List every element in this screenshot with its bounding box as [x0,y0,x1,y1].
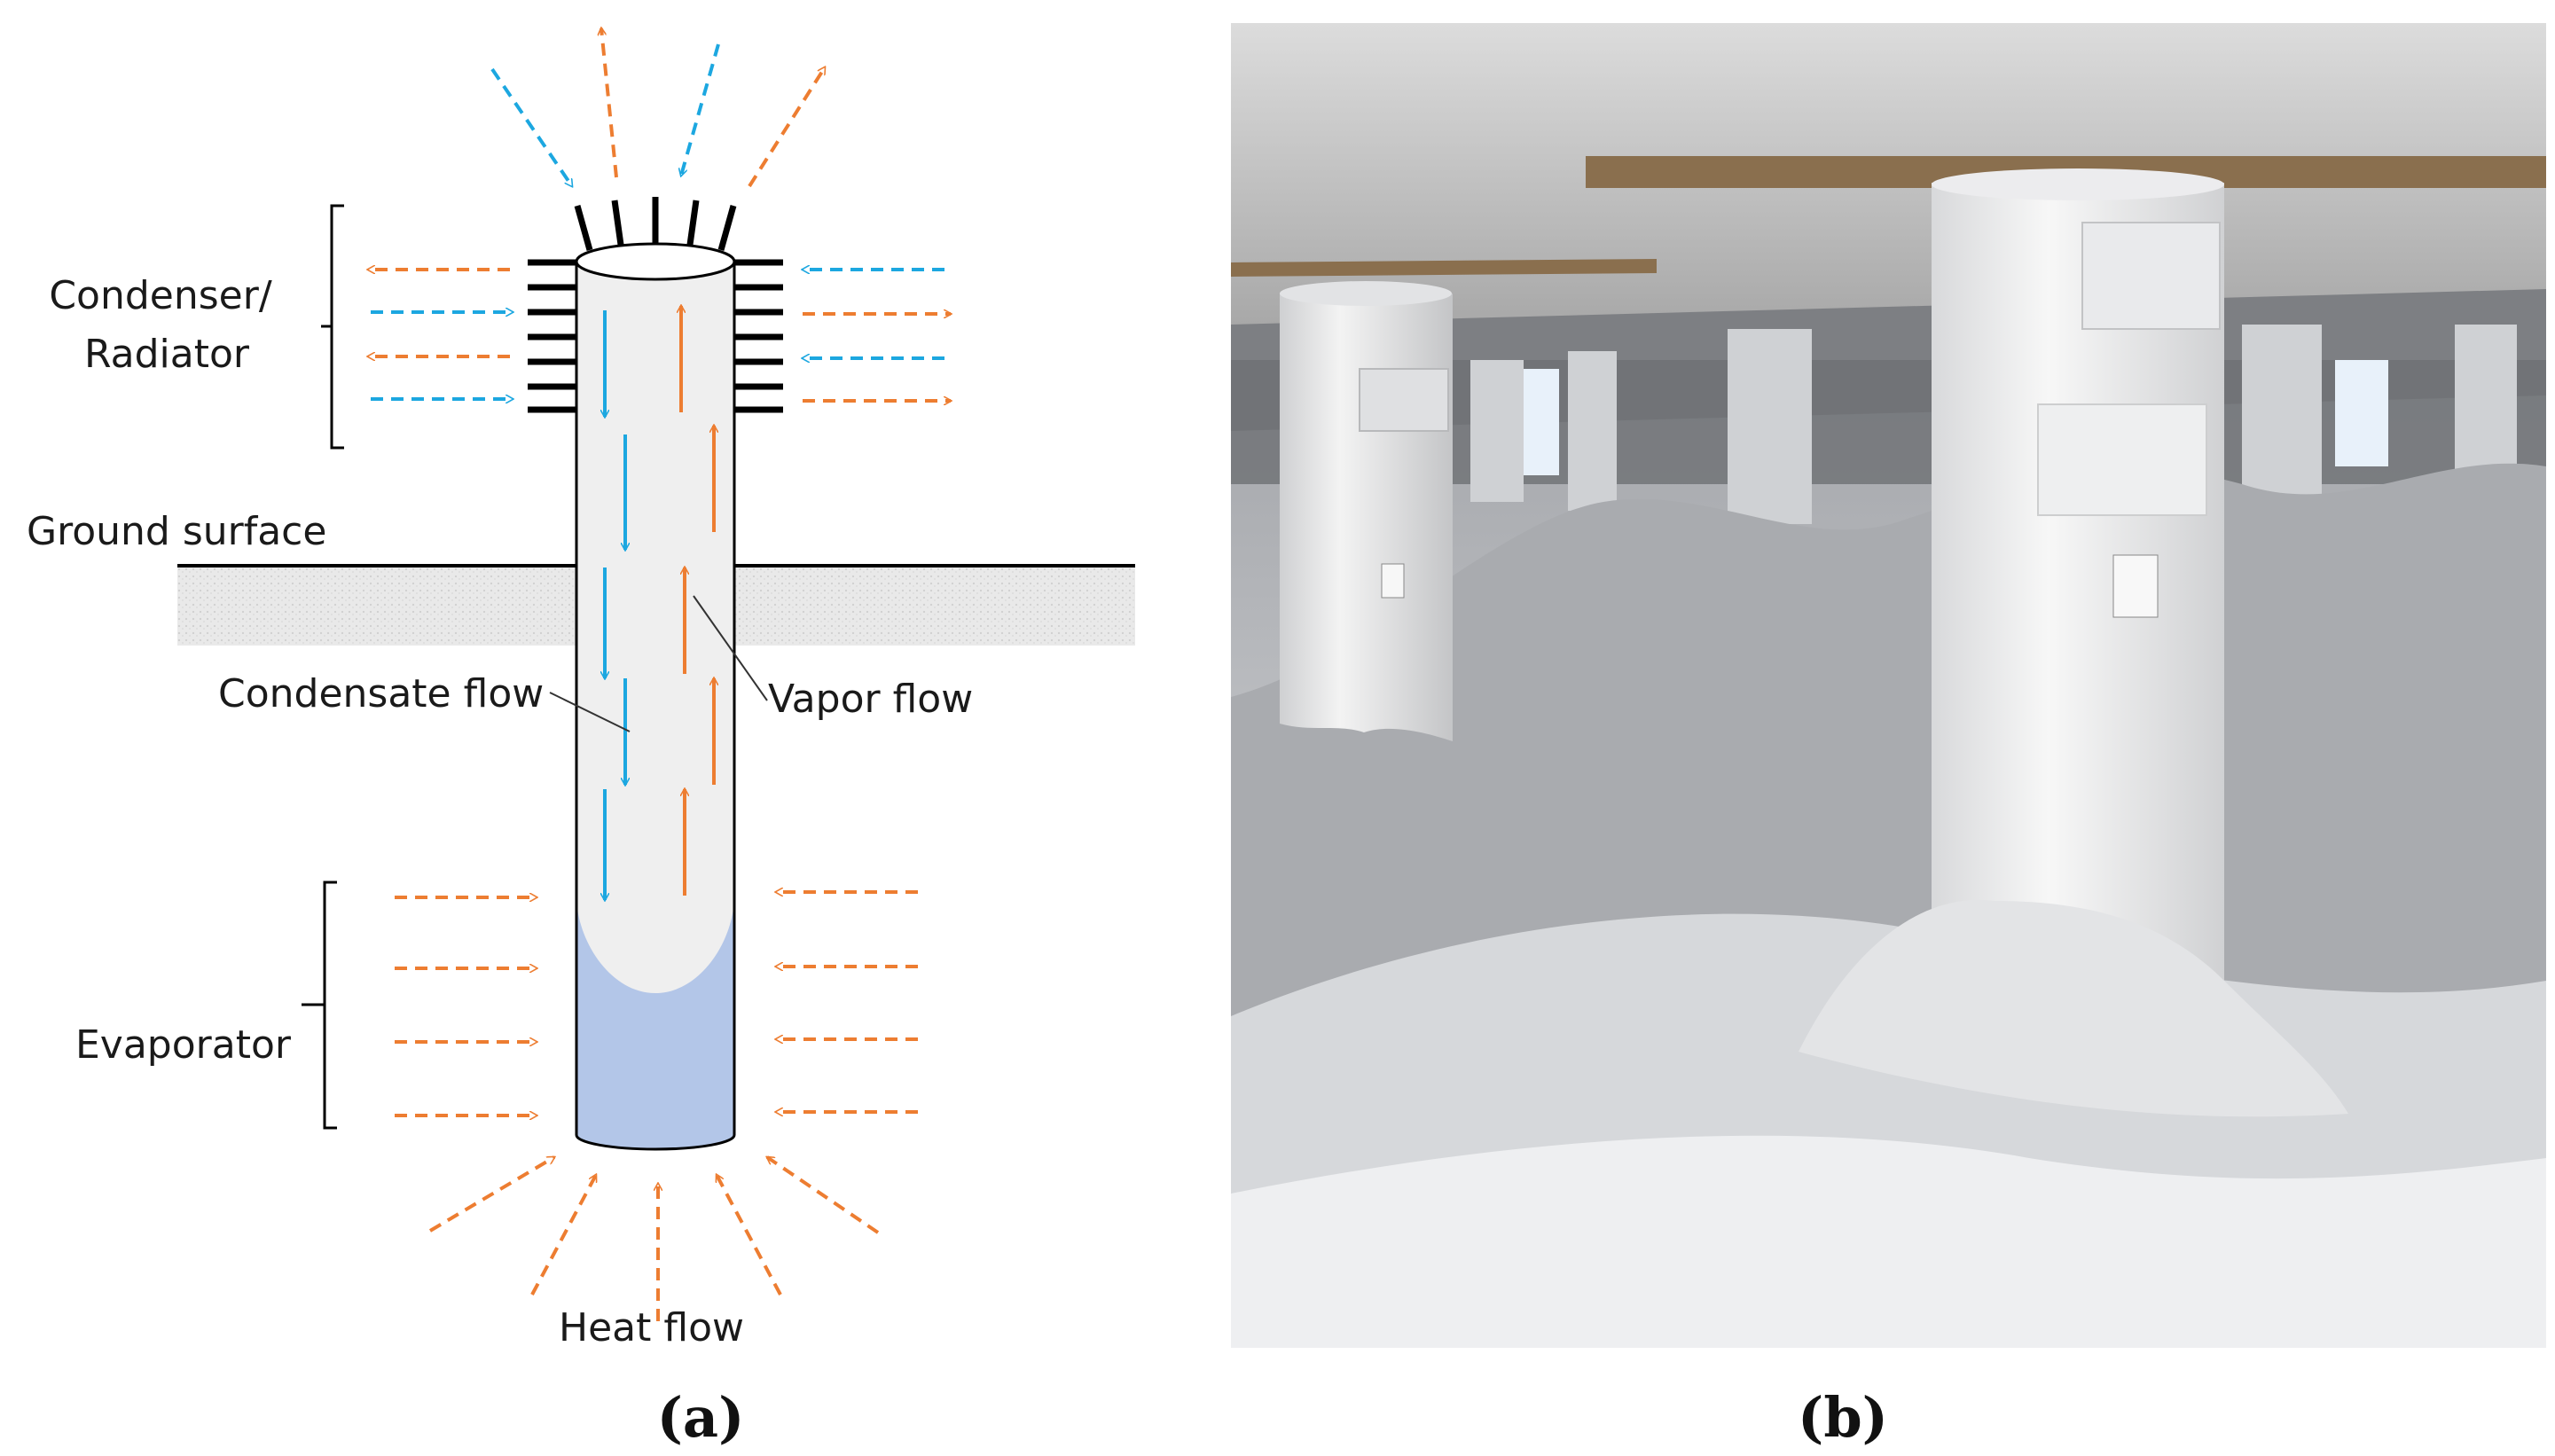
vapor-leader [693,595,768,701]
caption-a: (a) [657,1385,745,1450]
condensate-leader [549,692,631,732]
condenser-label-line1: Condenser/ [49,273,272,318]
vapor-flow-label: Vapor flow [768,677,973,722]
condensate-flow-label: Condensate flow [218,671,544,716]
evaporator-side-arrows [395,892,918,1115]
radiator-fins [528,197,783,413]
thermosyphon-diagram: Condenser/ Radiator Ground surface Conde… [27,0,1135,1450]
evaporator-bracket [302,881,337,1130]
heat-flow-label: Heat flow [559,1305,744,1350]
condensate-flow-arrows [605,310,625,900]
right-column [1932,168,2224,990]
distant-columns [1470,325,2517,537]
condenser-label: Condenser/ Radiator [49,273,284,377]
evaporator-label: Evaporator [75,1022,292,1068]
heat-flow-arrows [428,1155,880,1321]
caption-b-wrapper: (b) [1798,1385,1888,1450]
condenser-side-arrows [368,270,951,401]
snow-pile-photo [1231,23,2546,1348]
caption-b: (b) [1798,1385,1888,1450]
snow-pile-base [1799,899,2348,1117]
thermosyphon-pipe [575,242,736,1151]
left-column [1280,281,1453,741]
top-dashed-arrows [490,28,827,186]
ground-surface-label: Ground surface [27,509,326,554]
condenser-label-line2: Radiator [84,332,250,377]
condenser-bracket [321,204,344,450]
vapor-flow-arrows [681,306,714,896]
